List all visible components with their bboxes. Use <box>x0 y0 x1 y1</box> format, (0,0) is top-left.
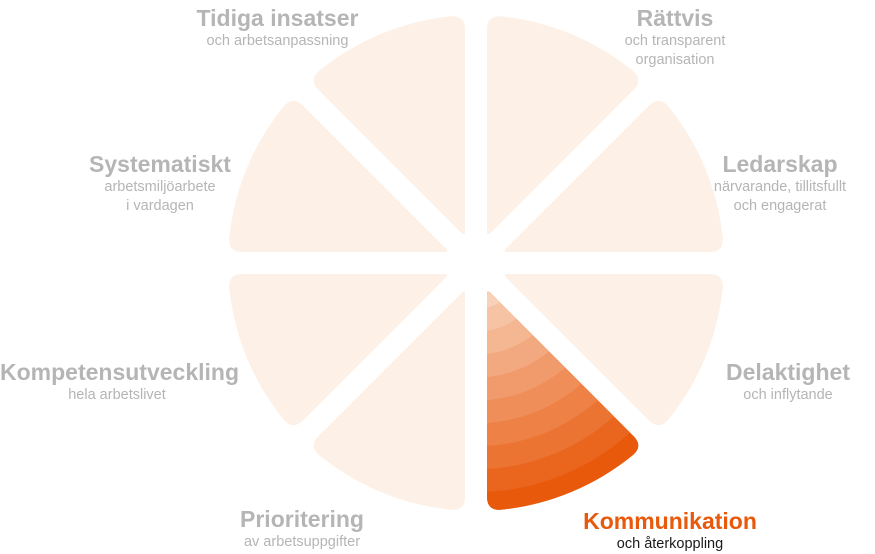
label-title: Rättvis <box>636 5 714 31</box>
label-title: Tidiga insatser <box>196 5 359 31</box>
label-title: Delaktighet <box>726 359 850 385</box>
label-title: Kommunikation <box>583 508 757 534</box>
label-title: Prioritering <box>240 506 364 532</box>
label-subtitle: i vardagen <box>126 198 194 214</box>
segment-label-prioritering: Prioritering av arbetsuppgifter <box>202 505 402 552</box>
segment-label-rattvis: Rättvis och transparent organisation <box>560 4 790 70</box>
segment-label-kompetensutveckling: Kompetensutveckling hela arbetslivet <box>0 358 239 405</box>
active-segment-rings <box>453 240 639 510</box>
active-ring <box>487 291 639 470</box>
label-title: Systematiskt <box>89 151 231 177</box>
active-ring <box>487 291 639 447</box>
label-title: Ledarskap <box>722 151 838 177</box>
segment-label-kommunikation: Kommunikation och återkoppling <box>560 507 780 554</box>
label-subtitle: och inflytande <box>743 387 833 403</box>
segment-label-ledarskap: Ledarskap närvarande, tillitsfullt och e… <box>680 150 875 216</box>
label-subtitle: närvarande, tillitsfullt <box>713 179 847 195</box>
active-ring <box>487 291 545 332</box>
label-title: Kompetensutveckling <box>0 359 239 385</box>
segment-label-tidiga-insatser: Tidiga insatser och arbetsanpassning <box>160 4 395 51</box>
wheel-segments <box>229 16 723 510</box>
active-ring <box>487 291 614 401</box>
segment-kompetensutveckling[interactable] <box>229 274 448 426</box>
active-ring <box>487 291 639 493</box>
segment-ledarskap[interactable] <box>504 100 723 252</box>
label-subtitle: och engagerat <box>733 198 827 214</box>
label-subtitle: organisation <box>635 52 715 68</box>
segment-rattvis[interactable] <box>487 16 639 235</box>
active-ring <box>487 291 639 510</box>
label-subtitle: och återkoppling <box>616 536 724 552</box>
segment-systematiskt[interactable] <box>229 100 448 252</box>
label-subtitle: och transparent <box>624 33 726 49</box>
active-ring <box>453 240 499 286</box>
label-subtitle: och arbetsanpassning <box>206 33 349 49</box>
label-subtitle: arbetsmiljöarbete <box>104 179 216 195</box>
active-ring <box>487 291 637 424</box>
segment-delaktighet[interactable] <box>504 274 723 426</box>
active-ring <box>487 291 591 378</box>
segment-label-systematiskt: Systematiskt arbetsmiljöarbete i vardage… <box>60 150 260 216</box>
label-subtitle: hela arbetslivet <box>68 387 166 403</box>
active-ring <box>487 291 522 309</box>
label-subtitle: av arbetsuppgifter <box>243 534 361 550</box>
active-ring <box>487 291 568 355</box>
segment-tidiga-insatser[interactable] <box>313 16 465 235</box>
segment-prioritering[interactable] <box>313 291 465 510</box>
segment-label-delaktighet: Delaktighet och inflytande <box>690 358 875 405</box>
